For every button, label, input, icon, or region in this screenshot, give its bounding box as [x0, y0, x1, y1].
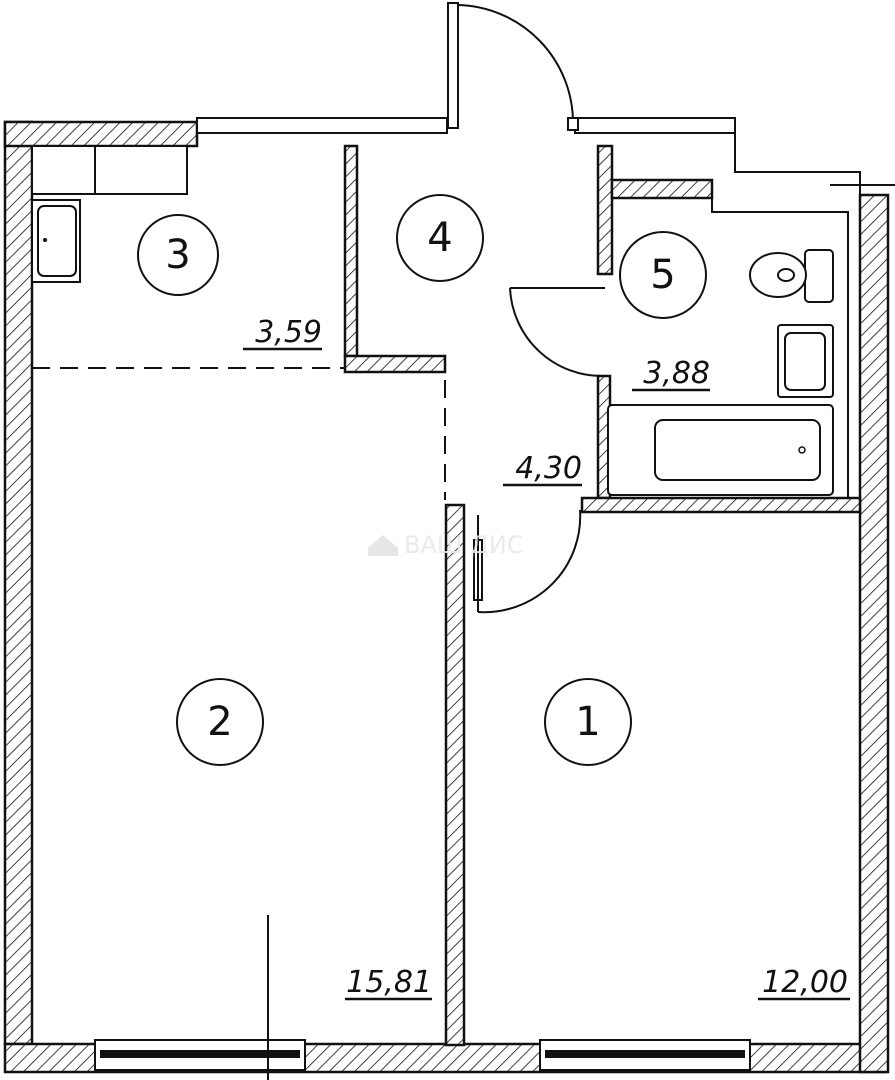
room-area-4: 4,30 — [515, 451, 582, 486]
house-icon — [368, 535, 398, 556]
room1-door-swing — [477, 509, 582, 614]
room-number-1: 1 — [575, 699, 600, 745]
room-marker-1: 1 — [544, 678, 632, 766]
bath-inner-outline — [711, 198, 849, 498]
room-area-1: 12,00 — [762, 965, 848, 1000]
window-glass-room2 — [100, 1050, 300, 1058]
bedroom-divider-wall — [444, 503, 466, 1047]
bath-bottom-wall — [580, 496, 862, 514]
entrance-door-leaf — [447, 2, 459, 129]
drain-icon — [798, 446, 806, 454]
entrance-door-swing — [457, 4, 574, 123]
kitchen-counter — [31, 145, 188, 195]
room-marker-4: 4 — [396, 194, 484, 282]
watermark: ВАШ ДИС — [368, 531, 524, 559]
right-exterior-wall — [858, 193, 890, 1074]
toilet-tank — [804, 249, 834, 303]
room-area-3: 3,59 — [255, 315, 322, 350]
room-number-4: 4 — [427, 215, 452, 261]
room-number-3: 3 — [165, 232, 190, 278]
door-frame — [567, 117, 579, 131]
sink-tap-icon — [43, 238, 47, 242]
room-marker-5: 5 — [619, 231, 707, 319]
kitchen-hall-wall — [343, 144, 359, 358]
bath-top-wall — [610, 178, 714, 200]
bath-sink-icon — [784, 332, 826, 391]
top-wall-hall-right — [574, 117, 736, 134]
window-glass-room1 — [545, 1050, 745, 1058]
room-number-5: 5 — [650, 252, 675, 298]
room-area-2: 15,81 — [346, 965, 432, 1000]
hall-bath-wall-top — [596, 144, 614, 276]
bath-door-swing — [509, 287, 605, 378]
top-wall-hall-left — [196, 117, 448, 134]
bathtub-basin — [654, 419, 821, 481]
kitchen-sink-icon — [37, 205, 77, 277]
room-area-5: 3,88 — [643, 356, 710, 391]
room-marker-3: 3 — [137, 214, 219, 296]
toilet-seat — [777, 268, 795, 282]
room-number-2: 2 — [207, 699, 232, 745]
watermark-text: ВАШ ДИС — [404, 531, 524, 559]
top-wall-step — [734, 133, 861, 195]
room-marker-2: 2 — [176, 678, 264, 766]
hall-lower-wall — [343, 354, 447, 374]
left-exterior-wall — [3, 120, 34, 1046]
top-wall-kitchen — [3, 120, 199, 148]
